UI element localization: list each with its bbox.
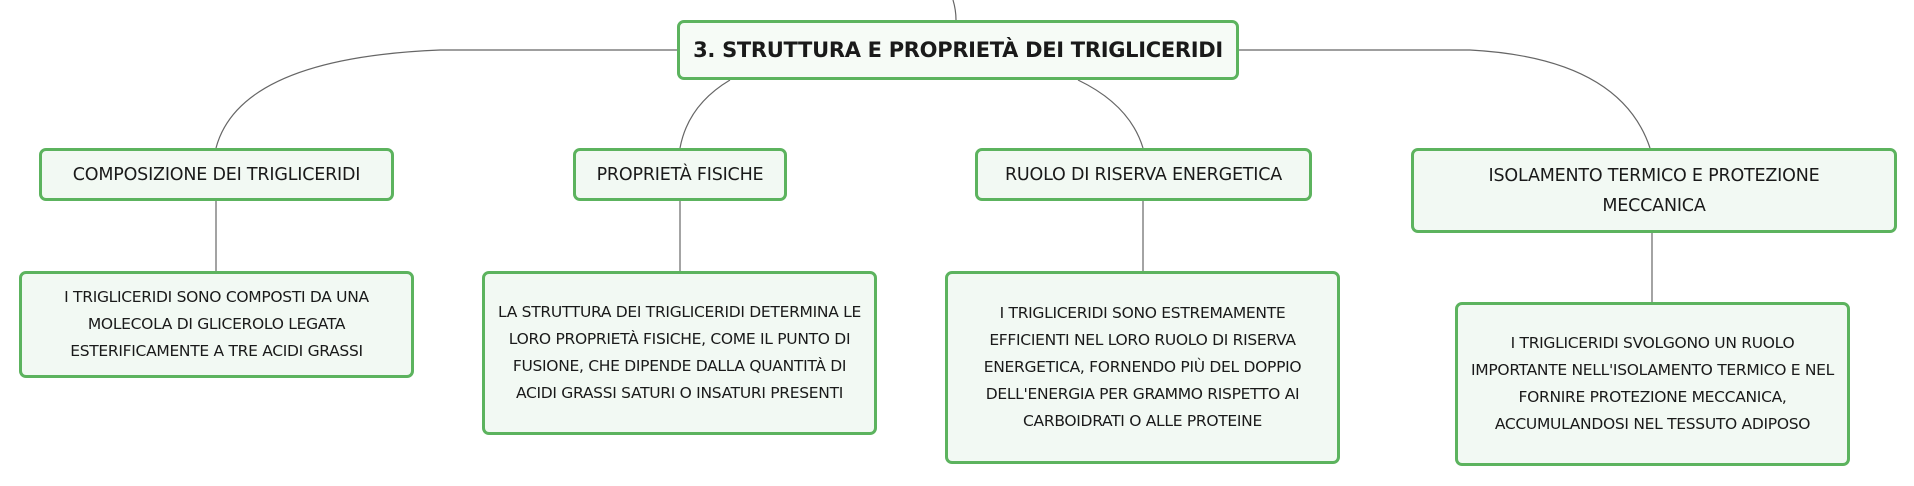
- detail-composition-text: I TRIGLICERIDI SONO COMPOSTI DA UNA MOLE…: [64, 288, 369, 360]
- detail-insulation-protection-text: I TRIGLICERIDI SVOLGONO UN RUOLO IMPORTA…: [1471, 334, 1834, 433]
- connector-root-to-topic-2: [679, 79, 731, 149]
- root-topic-label: 3. STRUTTURA E PROPRIETÀ DEI TRIGLICERID…: [693, 38, 1223, 62]
- detail-energy-reserve-text: I TRIGLICERIDI SONO ESTREMAMENTE EFFICIE…: [983, 304, 1302, 430]
- detail-insulation-protection-node[interactable]: I TRIGLICERIDI SVOLGONO UN RUOLO IMPORTA…: [1455, 302, 1850, 466]
- topic-energy-reserve-node[interactable]: RUOLO DI RISERVA ENERGETICA: [975, 148, 1312, 201]
- topic-composition-node[interactable]: COMPOSIZIONE DEI TRIGLICERIDI: [39, 148, 394, 201]
- topic-composition-label: COMPOSIZIONE DEI TRIGLICERIDI: [72, 164, 361, 185]
- topic-physical-properties-label: PROPRIETÀ FISICHE: [596, 164, 764, 185]
- detail-composition-node[interactable]: I TRIGLICERIDI SONO COMPOSTI DA UNA MOLE…: [19, 271, 414, 378]
- topic-insulation-protection-node[interactable]: ISOLAMENTO TERMICO E PROTEZIONE MECCANIC…: [1411, 148, 1897, 233]
- root-topic-node[interactable]: 3. STRUTTURA E PROPRIETÀ DEI TRIGLICERID…: [677, 20, 1239, 80]
- connector-parent-to-root: [952, 0, 957, 21]
- topic-energy-reserve-label: RUOLO DI RISERVA ENERGETICA: [1004, 164, 1283, 185]
- detail-physical-properties-node[interactable]: LA STRUTTURA DEI TRIGLICERIDI DETERMINA …: [482, 271, 877, 435]
- connector-root-to-topic-1: [215, 49, 677, 149]
- connector-root-to-topic-3: [1077, 79, 1144, 149]
- detail-physical-properties-text: LA STRUTTURA DEI TRIGLICERIDI DETERMINA …: [498, 303, 861, 402]
- detail-energy-reserve-node[interactable]: I TRIGLICERIDI SONO ESTREMAMENTE EFFICIE…: [945, 271, 1340, 464]
- topic-physical-properties-node[interactable]: PROPRIETÀ FISICHE: [573, 148, 787, 201]
- connector-root-to-topic-4: [1239, 49, 1651, 149]
- topic-insulation-protection-label: ISOLAMENTO TERMICO E PROTEZIONE MECCANIC…: [1488, 165, 1820, 216]
